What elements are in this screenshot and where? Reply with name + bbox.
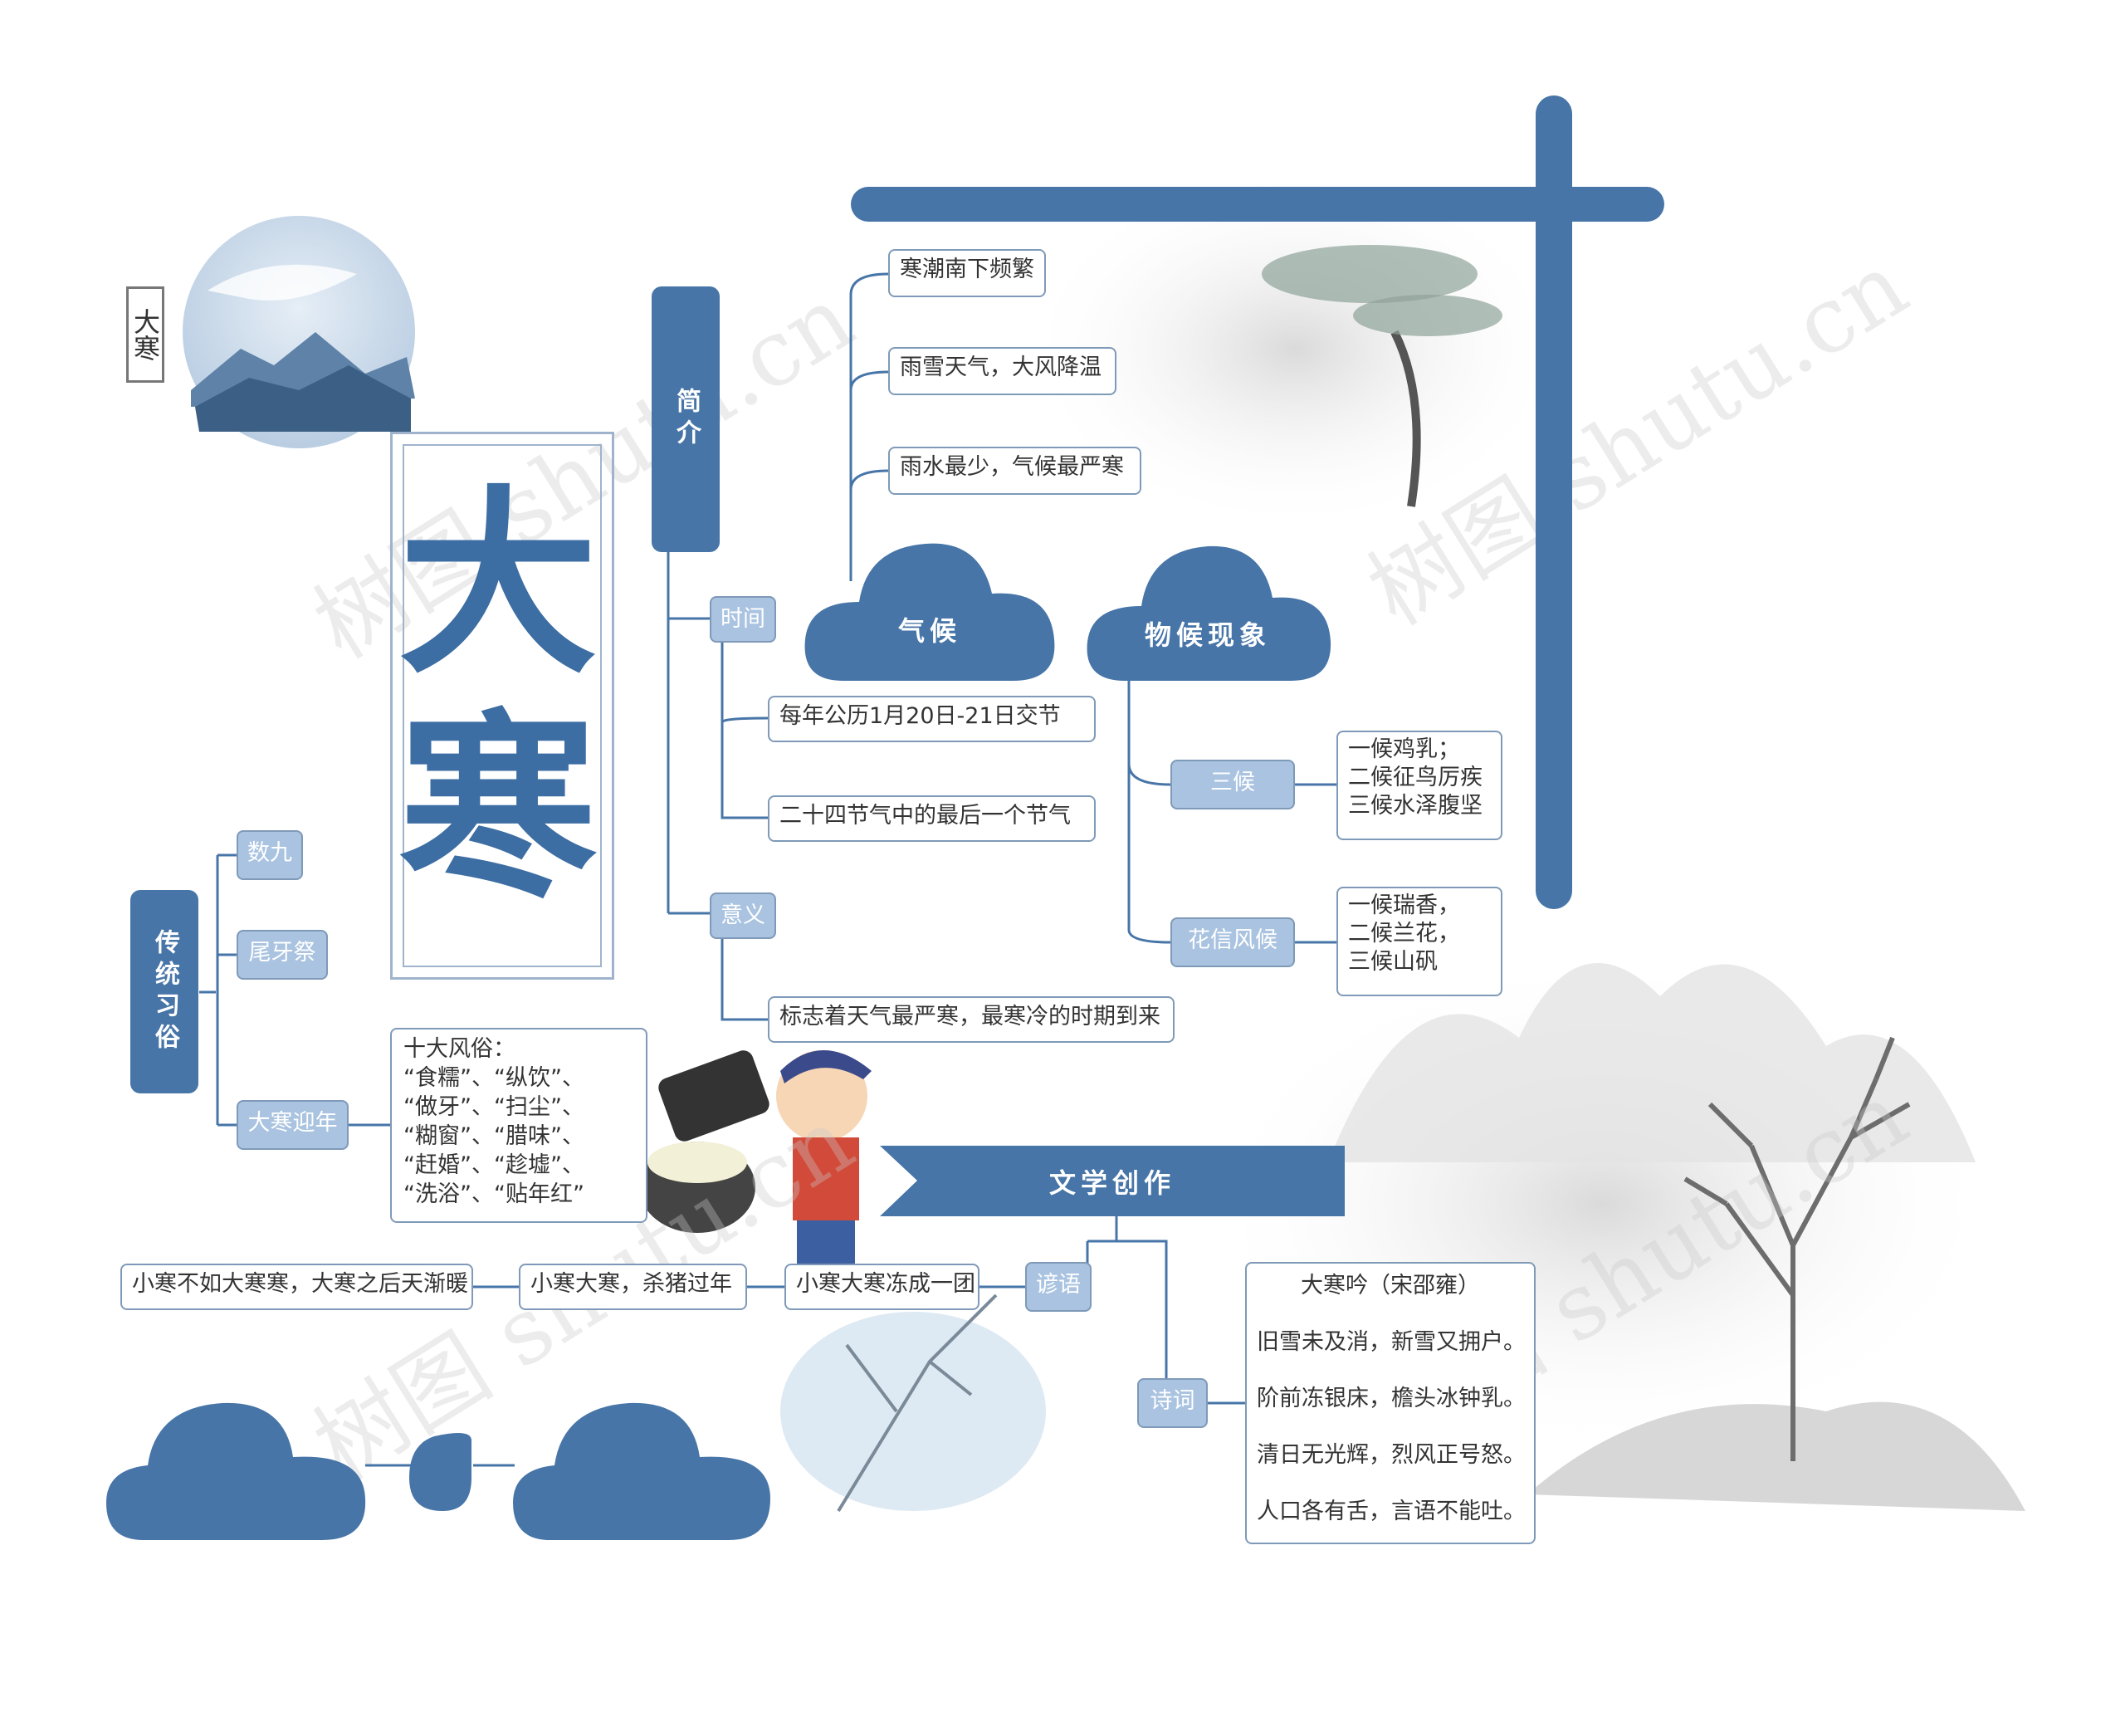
three-line: 三候水泽腹坚 (1348, 793, 1483, 819)
poem-label: 诗词 (1137, 1378, 1208, 1428)
proverb-label: 谚语 (1025, 1262, 1092, 1312)
poem-title: 大寒吟（宋邵雍） (1301, 1273, 1480, 1298)
flower-line: 二候兰花， (1348, 921, 1460, 946)
climate-cloud (804, 543, 1055, 681)
poem-line: 人口各有舌，言语不能吐。 (1257, 1499, 1526, 1524)
customs-line: “赶婚”、“趁墟”、 (403, 1152, 584, 1178)
climate-item: 雨水最少，气候最严寒 (888, 447, 1141, 495)
flower-line: 一候瑞香， (1348, 892, 1460, 918)
climate-item: 雨雪天气，大风降温 (888, 347, 1116, 395)
flower-label: 花信风候 (1170, 917, 1295, 967)
customs-line: 十大风俗： (403, 1036, 515, 1062)
title-card-inner (403, 444, 602, 967)
three-line: 一候鸡乳； (1348, 736, 1460, 762)
phenology-title: 物候现象 (1144, 619, 1271, 651)
intro-title: 简介 (652, 286, 720, 552)
poem-line: 清日无光辉，烈风正号怒。 (1257, 1442, 1526, 1468)
title-char-da: 大 (398, 467, 598, 701)
literature-banner (880, 1146, 1345, 1216)
customs-line: “食糯”、“纵饮”、 (403, 1065, 584, 1091)
flower-text: 一候瑞香， 二候兰花， 三候山矾 (1336, 887, 1502, 996)
meaning-label: 意义 (710, 892, 776, 939)
meaning-item: 标志着天气最严寒，最寒冷的时期到来 (768, 996, 1175, 1043)
frost-splash (780, 1312, 1046, 1511)
customs-item: 尾牙祭 (237, 930, 328, 980)
customs-line: “洗浴”、“贴年红” (403, 1181, 584, 1207)
proverb-item: 小寒大寒冻成一团 (784, 1264, 979, 1310)
customs-item: 大寒迎年 (237, 1100, 349, 1150)
badge-label: 大寒 (126, 286, 164, 383)
ten-customs: 十大风俗： “食糯”、“纵饮”、 “做牙”、“扫尘”、 “糊窗”、“腊味”、 “… (390, 1028, 647, 1223)
poem-box: 大寒吟（宋邵雍） 旧雪未及消，新雪又拥户。 阶前冻银床，檐头冰钟乳。 清日无光辉… (1245, 1262, 1536, 1544)
time-item: 二十四节气中的最后一个节气 (768, 795, 1096, 842)
frame-vertical-bar (1536, 95, 1572, 909)
customs-line: “做牙”、“扫尘”、 (403, 1094, 584, 1120)
flower-line: 三候山矾 (1348, 949, 1438, 975)
climate-title: 气候 (897, 615, 961, 647)
three-text: 一候鸡乳； 二候征鸟厉疾 三候水泽腹坚 (1336, 731, 1502, 840)
poem-line: 旧雪未及消，新雪又拥户。 (1257, 1329, 1526, 1355)
bottom-clouds (106, 1402, 770, 1540)
literature-title: 文学创作 (1048, 1167, 1175, 1199)
proverb-item: 小寒不如大寒寒，大寒之后天渐暖 (120, 1264, 473, 1310)
customs-title: 传统习俗 (130, 890, 198, 1093)
pine-tree (1262, 245, 1502, 507)
frost-branch (837, 1293, 998, 1513)
time-item: 每年公历1月20日-21日交节 (768, 696, 1096, 742)
customs-item: 数九 (237, 830, 303, 880)
title-char-han: 寒 (398, 691, 598, 925)
proverb-item: 小寒大寒，杀猪过年 (519, 1264, 747, 1310)
poem-line: 阶前冻银床，檐头冰钟乳。 (1257, 1386, 1526, 1411)
title-card (390, 432, 614, 980)
emblem-landscape (183, 216, 415, 448)
winter-tree (1683, 1036, 1911, 1461)
climate-item: 寒潮南下频繁 (888, 249, 1046, 297)
customs-line: “糊窗”、“腊味”、 (403, 1123, 584, 1149)
three-line: 二候征鸟厉疾 (1348, 765, 1483, 790)
phenology-cloud (1087, 545, 1331, 681)
cartoon-character (639, 1050, 872, 1270)
three-label: 三候 (1170, 760, 1295, 809)
time-label: 时间 (710, 596, 776, 643)
frame-horizontal-bar (851, 187, 1664, 222)
